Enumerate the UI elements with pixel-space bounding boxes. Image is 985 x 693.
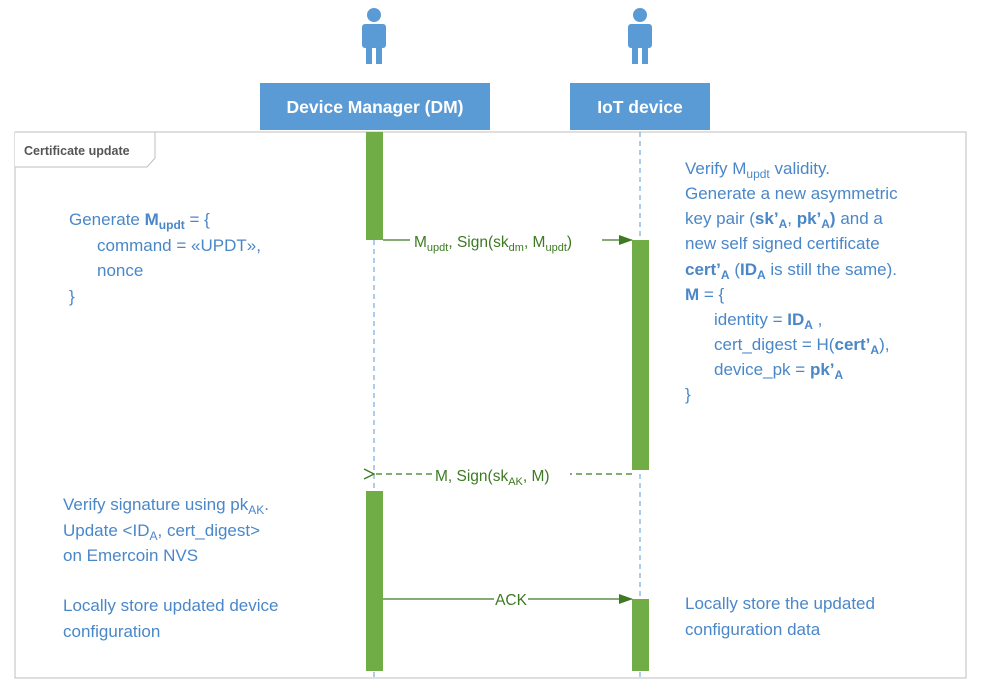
- svg-text:cert_digest = H(cert’A),: cert_digest = H(cert’A),: [714, 335, 889, 357]
- participant-iot: IoT device: [570, 83, 710, 130]
- svg-text:Verify Mupdt validity.: Verify Mupdt validity.: [685, 159, 830, 181]
- person-icon: [362, 8, 386, 64]
- note-dm-store: Locally store updated device configurati…: [63, 596, 278, 641]
- message-3-label-bg: [494, 589, 528, 609]
- svg-text:command = «UPDT»,: command = «UPDT»,: [97, 236, 261, 255]
- svg-text:device_pk = pk’A: device_pk = pk’A: [714, 360, 844, 382]
- note-dm-verify: Verify signature using pkAK. Update <IDA…: [63, 495, 269, 565]
- message-2-label: M, Sign(skAK, M): [435, 468, 550, 488]
- participant-iot-label: IoT device: [597, 97, 683, 117]
- svg-text:Verify signature using pkAK.: Verify signature using pkAK.: [63, 495, 269, 517]
- svg-text:M = {: M = {: [685, 285, 725, 304]
- activation-iot-1: [632, 240, 649, 470]
- svg-text:configuration data: configuration data: [685, 620, 821, 639]
- svg-text:Generate Mupdt = {: Generate Mupdt = {: [69, 210, 210, 232]
- svg-text:key pair (sk’A, pk’A) and a: key pair (sk’A, pk’A) and a: [685, 209, 883, 231]
- note-iot-verify: Verify Mupdt validity. Generate a new as…: [685, 159, 898, 404]
- svg-text:}: }: [69, 287, 75, 306]
- combined-fragment-frame: Certificate update: [14, 131, 967, 679]
- svg-text:on Emercoin NVS: on Emercoin NVS: [63, 546, 198, 565]
- note-dm-generate: Generate Mupdt = { command = «UPDT», non…: [69, 210, 261, 306]
- message-3-label: ACK: [495, 592, 528, 609]
- participant-dm-label: Device Manager (DM): [287, 97, 464, 117]
- svg-text:}: }: [685, 385, 691, 404]
- svg-text:Generate a new asymmetric: Generate a new asymmetric: [685, 184, 898, 203]
- svg-text:configuration: configuration: [63, 622, 160, 641]
- activation-dm-1: [366, 132, 383, 240]
- person-icon: [628, 8, 652, 64]
- svg-text:Locally store updated device: Locally store updated device: [63, 596, 278, 615]
- participant-dm: Device Manager (DM): [260, 83, 490, 130]
- svg-text:nonce: nonce: [97, 261, 143, 280]
- svg-text:cert’A (IDA is still the same): cert’A (IDA is still the same).: [685, 260, 897, 282]
- message-2-label-bg: [432, 462, 570, 486]
- message-1-label: Mupdt, Sign(skdm, Mupdt): [414, 234, 572, 254]
- message-1-label-bg: [410, 229, 602, 253]
- activation-dm-2: [366, 491, 383, 671]
- frame-label: Certificate update: [24, 144, 130, 158]
- activation-iot-2: [632, 599, 649, 671]
- svg-text:Locally store the updated: Locally store the updated: [685, 594, 875, 613]
- svg-text:Update <IDA, cert_digest>: Update <IDA, cert_digest>: [63, 521, 260, 543]
- svg-text:new self signed certificate: new self signed certificate: [685, 234, 880, 253]
- svg-text:identity = IDA ,: identity = IDA ,: [714, 310, 822, 332]
- note-iot-store: Locally store the updated configuration …: [685, 594, 875, 639]
- frame-label-tab: [15, 131, 156, 168]
